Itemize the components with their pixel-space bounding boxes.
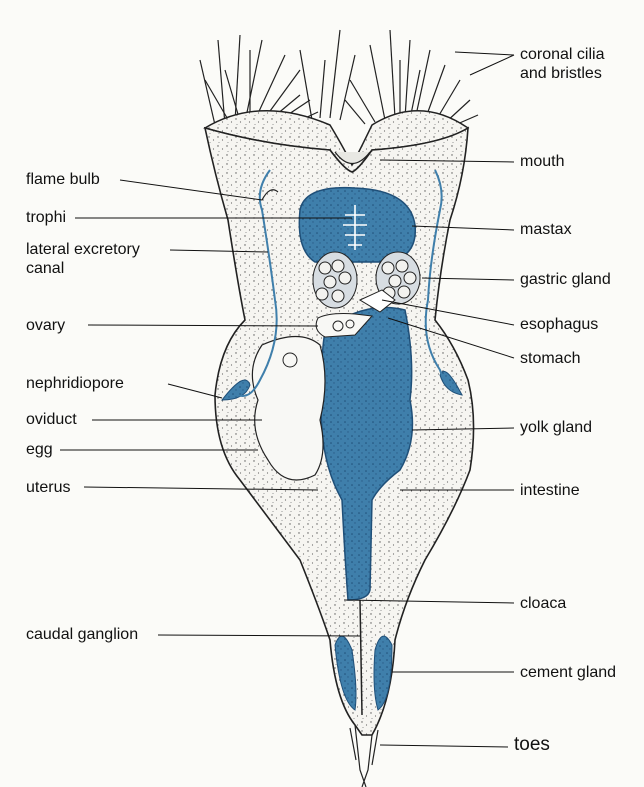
label-egg: egg	[26, 440, 53, 459]
label-esophagus: esophagus	[520, 315, 598, 334]
label-intestine: intestine	[520, 481, 580, 500]
label-gastric-gland: gastric gland	[520, 270, 611, 289]
label-oviduct: oviduct	[26, 410, 77, 429]
label-toes: toes	[514, 735, 550, 754]
label-yolk-gland: yolk gland	[520, 418, 592, 437]
label-uterus: uterus	[26, 478, 70, 497]
coronal-cilia	[200, 30, 478, 125]
label-nephridiopore: nephridiopore	[26, 374, 124, 393]
label-mouth: mouth	[520, 152, 564, 171]
label-mastax: mastax	[520, 220, 572, 239]
label-lateral-excretory-canal: lateral excretory canal	[26, 240, 140, 278]
label-trophi: trophi	[26, 208, 66, 227]
label-stomach: stomach	[520, 349, 580, 368]
label-cement-gland: cement gland	[520, 663, 616, 682]
label-cloaca: cloaca	[520, 594, 566, 613]
label-ovary: ovary	[26, 316, 65, 335]
label-coronal-cilia: coronal cilia and bristles	[520, 45, 604, 83]
label-flame-bulb: flame bulb	[26, 170, 100, 189]
label-caudal-ganglion: caudal ganglion	[26, 625, 138, 644]
